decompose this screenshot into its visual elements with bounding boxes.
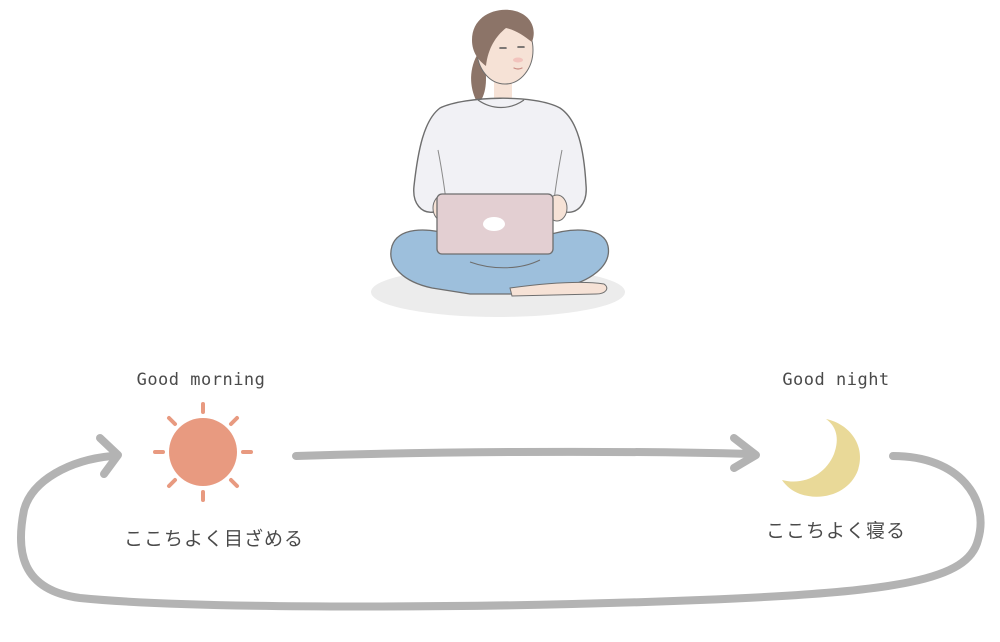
- sun-icon: [153, 402, 253, 502]
- night-heading: Good night: [782, 370, 890, 390]
- morning-heading: Good morning: [136, 370, 266, 390]
- sun-rays: [153, 402, 253, 502]
- sweater: [413, 97, 587, 213]
- arrow-night-to-morning: [16, 452, 985, 611]
- moon-crescent: [782, 419, 861, 497]
- arrow-night-to-morning-head: [96, 434, 122, 478]
- person-with-laptop-illustration: [371, 9, 625, 317]
- sweater-collar: [477, 99, 525, 109]
- arrow-morning-to-night-head: [730, 434, 760, 472]
- morning-caption: ここちよく目ざめる: [123, 528, 304, 550]
- hair: [472, 9, 534, 66]
- crescent-moon-icon: [782, 419, 861, 497]
- sun-body: [169, 418, 237, 486]
- cycle-arrows: [16, 434, 985, 611]
- cheek: [513, 57, 523, 63]
- mouth: [513, 67, 523, 70]
- night-caption: ここちよく寝る: [765, 520, 906, 542]
- arrow-morning-to-night: [292, 447, 756, 460]
- pants-crease: [469, 259, 541, 269]
- foot-right: [509, 281, 608, 297]
- laptop-logo: [483, 217, 505, 231]
